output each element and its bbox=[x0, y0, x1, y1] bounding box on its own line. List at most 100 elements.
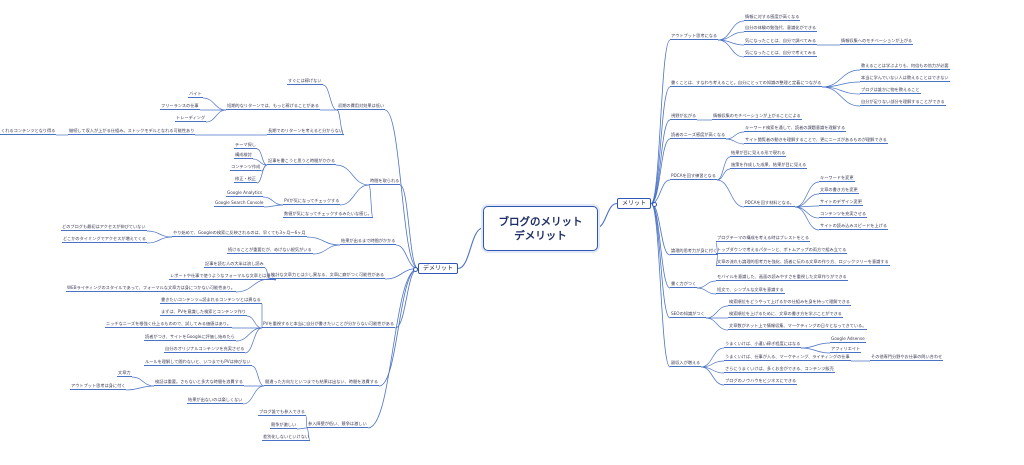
demerit-detail[interactable]: コンテンツ作成 bbox=[230, 164, 262, 171]
demerit-subtopic[interactable]: ブログ誰でも参入できる bbox=[258, 409, 306, 416]
demerit-detail[interactable]: トレーディング bbox=[175, 115, 207, 122]
merit-topic[interactable]: 書く力がつく bbox=[670, 281, 698, 288]
demerit-subtopic[interactable]: すぐには稼げない bbox=[287, 78, 323, 85]
demerit-topic[interactable]: 初期の費用対効果は低い bbox=[337, 103, 386, 110]
demerit-subtopic[interactable]: 結果が出ないのは楽しくない bbox=[187, 397, 244, 404]
merit-detail[interactable]: コンテンツを充実させる bbox=[819, 211, 868, 218]
demerit-subtopic[interactable]: ルールを理解して間わないと、いつまでもPVは伸びない bbox=[144, 359, 252, 366]
merit-detail[interactable]: サイトのデザイン変更 bbox=[819, 199, 863, 206]
merit-subtopic[interactable]: ブログは誰かに物を教えること bbox=[860, 87, 921, 94]
connector-line bbox=[716, 168, 731, 181]
demerit-detail[interactable]: Google Analytics bbox=[226, 190, 264, 197]
demerit-topic[interactable]: 統計な文章力とは少し異なる、文章に癖がつく可能性がある bbox=[270, 272, 386, 279]
demerit-subtopic[interactable]: 続けることが重要だが、めげない根気がいる bbox=[227, 247, 313, 254]
connector-line bbox=[242, 385, 265, 405]
merit-topic[interactable]: アウトプット思考になる bbox=[670, 33, 719, 40]
collapse-toggle-icon[interactable] bbox=[652, 201, 657, 207]
merit-subtopic[interactable]: うまくいけば、小遣い稼ぎ程度にはなる bbox=[724, 341, 802, 348]
merit-subtopic[interactable]: 気になったことは、自分で考えてみる bbox=[744, 50, 817, 57]
merit-subtopic[interactable]: モバイルを意識した、画面の読みやすさを重視した文章作りができる bbox=[716, 274, 848, 281]
merit-detail[interactable]: その他専門分野やお仕事の問い合わせ bbox=[870, 354, 944, 361]
demerit-subtopic[interactable]: 記事を書こうと思うと時間がかかる bbox=[267, 158, 337, 165]
demerit-detail[interactable]: どのブログも最初はアクセスが伸びていない bbox=[61, 224, 147, 231]
merit-subtopic[interactable]: ブログテーマの構成を考える時はブレストをとる bbox=[716, 235, 811, 242]
demerit-subtopic[interactable]: 長期でのリターンを考えると分からない bbox=[267, 128, 345, 135]
merit-subtopic[interactable]: 短文で、シンプルな文章を意識する bbox=[716, 287, 785, 294]
merit-subtopic[interactable]: 施策を作成した成果、結果が目に見える bbox=[730, 162, 808, 169]
demerit-subtopic[interactable]: ニッチなニーズを根強く仕上るものので、試してみる価値はあり。 bbox=[105, 321, 233, 328]
demerit-subtopic[interactable]: 数値が気になってチェックするみたいな感じ。 bbox=[283, 211, 373, 218]
branch-merit[interactable]: メリット bbox=[617, 198, 652, 209]
merit-subtopic[interactable]: 検索順位をどうやって上げるかの仕組みを身を持って理解できる bbox=[728, 299, 851, 306]
merit-topic[interactable]: 書くことは、すなわち考えること。自分にとっての知識の整理と定着につながる bbox=[670, 80, 823, 87]
demerit-topic[interactable]: 時間を取られる bbox=[369, 178, 401, 185]
demerit-detail[interactable]: Google Search Console bbox=[214, 200, 265, 207]
demerit-subtopic[interactable]: 読者がつき、サイトをGoogleに評価し始めたら bbox=[144, 334, 236, 341]
merit-subtopic[interactable]: ブログのノウハウをビジネスにできる bbox=[724, 378, 798, 385]
merit-subtopic[interactable]: さらにうまくいけば、多くお金ができる、コンテンツ販売 bbox=[724, 366, 835, 373]
branch-demerit[interactable]: デメリット bbox=[418, 263, 459, 274]
demerit-topic[interactable]: 参入障壁が低い、競争は激しい bbox=[307, 421, 368, 428]
demerit-topic[interactable]: 結果が出るまで時間がかかる bbox=[340, 238, 397, 245]
merit-subtopic[interactable]: うまくいけば、仕事が入る、マーケティング、ライティングの仕事 bbox=[724, 354, 851, 361]
demerit-subtopic[interactable]: レポートや仕事で使うようなフォーマルな文章とは違う bbox=[169, 273, 276, 280]
merit-subtopic[interactable]: キーワード検索を通して、読者の課題意識を理解する bbox=[744, 125, 847, 132]
demerit-detail[interactable]: どこかのタイミングでアクセスが増えてくる bbox=[62, 236, 147, 243]
demerit-detail[interactable]: フリーランスの仕事 bbox=[160, 103, 200, 110]
demerit-subtopic[interactable]: 差別化しないといけない bbox=[262, 434, 311, 441]
demerit-detail[interactable]: 文章力 bbox=[117, 370, 132, 377]
merit-topic[interactable]: SEOの知識がつく bbox=[670, 311, 706, 318]
demerit-subtopic[interactable]: まずは、PVを意識した検索とコンテンツ作り bbox=[160, 309, 247, 316]
merit-subtopic[interactable]: 本当に学んでいない人は教えることはできない bbox=[860, 75, 950, 82]
merit-subtopic[interactable]: 文章数がネット上で情報収集、マーケティングの日々となってきている。 bbox=[728, 323, 868, 330]
merit-subtopic[interactable]: 教えることは学ぶよりも、何倍もの効力が必要 bbox=[860, 63, 950, 70]
merit-subtopic[interactable]: 結果が目に見える形で現れる bbox=[730, 150, 787, 157]
demerit-subtopic[interactable]: やり始めて、Googleの検索に反映されるのは、早くても3ヶ月〜6ヶ月 bbox=[172, 230, 307, 237]
merit-detail[interactable]: サイトの読み込みスピードを上げる bbox=[819, 223, 889, 230]
merit-topic[interactable]: 副収入が増える bbox=[670, 360, 702, 367]
demerit-subtopic[interactable]: 検証は重要。さもないと多大な時間を浪費する bbox=[154, 379, 244, 386]
collapse-toggle-icon[interactable] bbox=[413, 266, 418, 272]
demerit-detail[interactable]: テーマ探し bbox=[234, 142, 257, 149]
demerit-detail[interactable]: バイト bbox=[188, 91, 203, 98]
merit-subtopic[interactable]: 気になったことは、自分で調べてみる bbox=[744, 38, 818, 45]
demerit-detail[interactable]: 構成検討 bbox=[234, 152, 253, 159]
merit-topic[interactable]: PDCAを回す練習となる bbox=[670, 173, 717, 180]
merit-subtopic[interactable]: PDCAを回す材料となる。 bbox=[744, 200, 796, 207]
demerit-subtopic[interactable]: 自分のオリジナルコンテンツを充実させる bbox=[164, 346, 246, 353]
demerit-subtopic[interactable]: 書きたいコンテンツ=読まれるコンテンツとは異なる bbox=[160, 297, 262, 304]
merit-subtopic[interactable]: 情報に対する感度が高くなる bbox=[744, 14, 801, 21]
merit-subtopic[interactable]: サイト閲覧者の動きを理解することで、更にニーズがあるものが理解できる bbox=[744, 137, 888, 144]
merit-detail[interactable]: キーワードを変更 bbox=[819, 175, 855, 182]
merit-subtopic[interactable]: 文章の流れも論理的思考力を強化、読者に伝わる文章の作り方、ロジックツリーを意識す… bbox=[716, 259, 890, 266]
connector-line bbox=[395, 244, 419, 269]
connector-line bbox=[235, 278, 271, 293]
demerit-topic[interactable]: PVを重視すると本当に自分が書きたいことが分からない可能性がある bbox=[262, 321, 396, 328]
merit-topic[interactable]: 読者のニーズ感度が高くなる bbox=[670, 132, 727, 139]
merit-detail[interactable]: アフィリエイト bbox=[830, 346, 862, 353]
connector-line bbox=[650, 119, 671, 204]
merit-topic[interactable]: 視野が広がる bbox=[670, 113, 698, 120]
merit-detail[interactable]: Google Adsense bbox=[830, 336, 866, 343]
root-node[interactable]: ブログのメリット デメリット bbox=[483, 206, 598, 251]
demerit-subtopic[interactable]: PVが気になってチェックする bbox=[283, 198, 341, 205]
merit-detail[interactable]: 情報収集のモチベーションが上がることによる bbox=[712, 113, 802, 120]
demerit-detail[interactable]: アウトプット思考は身に付く bbox=[70, 383, 127, 390]
merit-subtopic[interactable]: トップダウンで考えるパターンと、ボトムアップの両方で組み立てる bbox=[716, 247, 848, 254]
merit-subtopic[interactable]: 検索順位を上げるために、文章の書き方を学ぶことができる bbox=[728, 311, 843, 318]
connector-line bbox=[725, 138, 745, 145]
demerit-detail[interactable]: 修正・校正 bbox=[234, 176, 257, 183]
merit-topic[interactable]: 論理的思考力が身に付く bbox=[670, 248, 719, 255]
demerit-subtopic[interactable]: WEBライティングのスタイルであって、フォーマルな文章力は身につかない可能性あり… bbox=[66, 285, 236, 292]
demerit-subtopic[interactable]: 短期的なリターンでは、もっと稼げることがある bbox=[226, 103, 320, 110]
merit-subtopic[interactable]: 自分の体験の勉強代、意識化ができる bbox=[744, 25, 818, 32]
demerit-subtopic[interactable]: 競争が激しい bbox=[270, 422, 298, 429]
demerit-detail[interactable]: 継続して収入が上がる仕組み。ストックモデルとなれる可能性あり bbox=[68, 128, 196, 135]
demerit-detail[interactable]: くれるコンテンツとなり得る bbox=[0, 128, 57, 135]
demerit-topic[interactable]: 間違った方向だといつまでも結果は出ない、時間を浪費する bbox=[264, 379, 380, 386]
merit-subtopic[interactable]: 自分が足りない部分を理解することができる bbox=[860, 99, 946, 106]
merit-detail[interactable]: 情報収集へのモチベーションが上がる bbox=[840, 38, 914, 45]
connector-line bbox=[262, 196, 284, 206]
demerit-subtopic[interactable]: 記事を読む人の大半は流し読み bbox=[204, 261, 265, 268]
merit-detail[interactable]: 文章の書き方を変更 bbox=[819, 187, 859, 194]
